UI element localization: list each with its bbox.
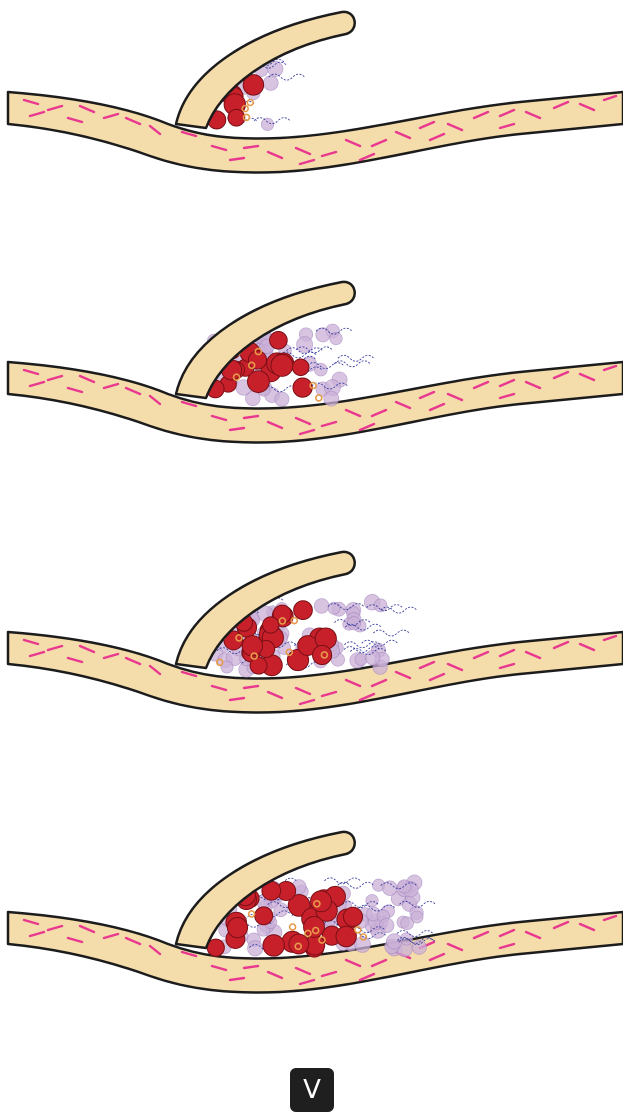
fibrin-strand: [334, 361, 370, 367]
panel-stage-4: [0, 820, 623, 1080]
panel-stage-1: [0, 0, 623, 260]
red-cell: [343, 907, 362, 926]
faded-cell: [374, 599, 387, 612]
platelet: [249, 911, 255, 917]
vessel-wall: [8, 92, 623, 172]
red-cell: [311, 891, 332, 912]
red-cell: [248, 351, 266, 369]
fibrin-strand: [338, 355, 374, 361]
vessel-group: [8, 282, 623, 443]
figure-label-text: V: [303, 1075, 321, 1105]
faded-cell: [398, 880, 411, 893]
fibrin-strand: [373, 630, 409, 636]
faded-cell: [366, 894, 378, 906]
faded-cell: [379, 918, 393, 932]
faded-cell: [355, 653, 367, 665]
faded-cell: [314, 599, 329, 614]
red-cell: [250, 657, 267, 674]
vessel-diagram-2: [0, 270, 623, 530]
faded-cell: [261, 118, 273, 130]
vessel-group: [8, 12, 623, 173]
vessel-diagram-3: [0, 540, 623, 800]
red-cell: [263, 617, 279, 633]
vessel-wall: [8, 362, 623, 442]
platelet: [316, 395, 322, 401]
red-cell: [255, 907, 273, 925]
red-cell: [248, 371, 270, 393]
red-cell: [292, 359, 309, 376]
red-cell: [263, 935, 284, 956]
red-cell: [293, 378, 312, 397]
faded-cell: [328, 602, 340, 614]
faded-cell: [275, 392, 289, 406]
faded-cell: [248, 941, 263, 956]
platelet: [247, 100, 253, 106]
faded-cell: [297, 337, 313, 353]
red-cell: [304, 916, 325, 937]
vessel-group: [8, 832, 623, 993]
faded-cell: [347, 617, 360, 630]
faded-cell: [401, 917, 414, 930]
platelet: [290, 924, 296, 930]
fibrin-strand: [324, 878, 360, 884]
faded-cell: [355, 937, 371, 953]
faded-cell: [324, 391, 339, 406]
vessel-diagram-4: [0, 820, 623, 1080]
red-cell: [336, 926, 356, 946]
red-cell: [294, 601, 313, 620]
red-cell: [227, 918, 247, 938]
vessel-diagram-1: [0, 0, 623, 260]
vessel-group: [8, 552, 623, 713]
faded-cell: [263, 76, 278, 91]
figure-label: V: [290, 1068, 334, 1112]
red-cell: [270, 331, 288, 349]
panel-stage-3: [0, 540, 623, 800]
panel-stage-2: [0, 270, 623, 530]
red-cell: [271, 354, 293, 376]
faded-cell: [316, 328, 330, 342]
red-cell: [228, 109, 245, 126]
